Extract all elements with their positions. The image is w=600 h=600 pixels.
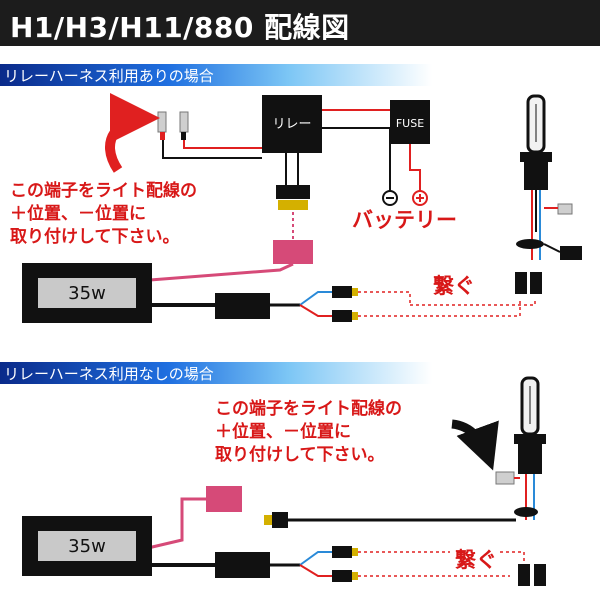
relay-output-terminals bbox=[157, 111, 189, 140]
terminal-pointer-arrow bbox=[105, 93, 160, 173]
ballast-label-bottom: 35w bbox=[68, 536, 106, 557]
terminal-pointer-arrow-bottom bbox=[451, 419, 499, 471]
terminal-note-line: この端子をライト配線の bbox=[215, 399, 402, 419]
ballast-top: 35w bbox=[22, 263, 152, 323]
ballast-label: 35w bbox=[68, 283, 106, 304]
page-title: H1/H3/H11/880 配線図 bbox=[10, 11, 350, 44]
fuse-box bbox=[390, 100, 430, 144]
relay-label: リレー bbox=[272, 117, 311, 132]
fuse-label: FUSE bbox=[396, 117, 424, 130]
connect-label-top: 繋ぐ bbox=[433, 274, 475, 298]
ballast-igniter-bottom bbox=[215, 552, 270, 578]
terminal-note-line: この端子をライト配線の bbox=[10, 181, 197, 201]
pink-connector bbox=[273, 240, 313, 264]
connect-label-bottom: 繋ぐ bbox=[455, 548, 497, 572]
section-label-with-relay: リレーハーネス利用ありの場合 bbox=[4, 67, 214, 85]
bulb-top bbox=[515, 94, 582, 294]
bulb-bottom bbox=[495, 376, 546, 586]
section-label-without-relay: リレーハーネス利用なしの場合 bbox=[4, 365, 214, 383]
terminal-note-line: 取り付けして下さい。 bbox=[10, 227, 180, 247]
terminal-note-line: ＋位置、－位置に bbox=[10, 204, 146, 224]
section-header-without-relay: リレーハーネス利用なしの場合 bbox=[0, 362, 600, 384]
battery-terminals bbox=[382, 190, 428, 206]
terminal-note-line: 取り付けして下さい。 bbox=[215, 445, 385, 465]
relay-harness-plug bbox=[276, 185, 310, 199]
terminal-note-bottom: この端子をライト配線の ＋位置、－位置に 取り付けして下さい。 bbox=[215, 398, 402, 467]
terminal-note-line: ＋位置、－位置に bbox=[215, 422, 351, 442]
section-header-with-relay: リレーハーネス利用ありの場合 bbox=[0, 64, 600, 86]
ballast-bottom: 35w bbox=[22, 516, 152, 576]
battery-label: バッテリー bbox=[352, 208, 457, 232]
relay-box bbox=[262, 95, 322, 153]
pink-connector-bottom bbox=[206, 486, 242, 512]
title-bar: H1/H3/H11/880 配線図 bbox=[0, 0, 600, 46]
ballast-igniter-top bbox=[215, 293, 270, 319]
terminal-note-top: この端子をライト配線の ＋位置、－位置に 取り付けして下さい。 bbox=[10, 180, 197, 249]
